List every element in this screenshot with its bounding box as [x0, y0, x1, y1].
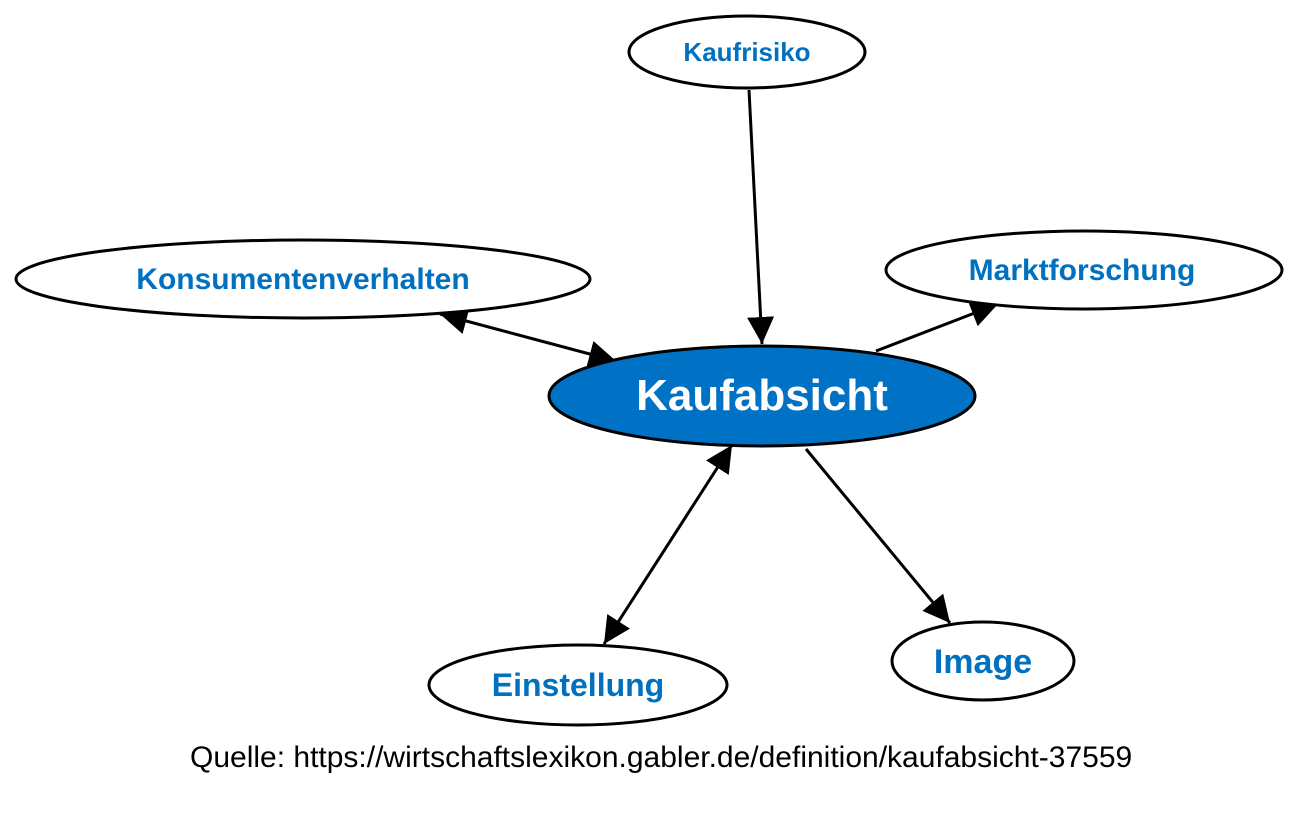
edge-konsumentenverhalten-kaufabsicht — [439, 307, 617, 368]
node-kaufabsicht-shape — [547, 344, 977, 448]
node-marktforschung-shape — [884, 229, 1284, 311]
node-image[interactable]: Image — [890, 620, 1076, 702]
node-einstellung-shape — [427, 643, 729, 727]
node-einstellung[interactable]: Einstellung — [427, 643, 729, 727]
edge-kaufrisiko-to-kaufabsicht — [747, 89, 775, 345]
edge-einstellung-kaufabsicht — [602, 444, 734, 645]
source-caption: Quelle: https://wirtschaftslexikon.gable… — [190, 741, 1133, 774]
node-konsumentenverhalten[interactable]: Konsumentenverhalten — [14, 238, 592, 320]
node-einstellung-label: Einstellung — [492, 667, 664, 703]
node-marktforschung-label: Marktforschung — [969, 254, 1196, 287]
node-image-label: Image — [934, 643, 1032, 681]
node-kaufrisiko-shape — [627, 14, 867, 90]
node-kaufrisiko-label: Kaufrisiko — [683, 37, 810, 67]
node-konsumentenverhalten-shape — [14, 238, 592, 320]
node-kaufabsicht-label: Kaufabsicht — [636, 371, 888, 420]
edge-kaufabsicht-to-image — [804, 448, 952, 624]
node-marktforschung[interactable]: Marktforschung — [884, 229, 1284, 311]
node-kaufabsicht[interactable]: Kaufabsicht — [547, 344, 977, 448]
node-image-shape — [890, 620, 1076, 702]
node-kaufrisiko[interactable]: Kaufrisiko — [627, 14, 867, 90]
edge-kaufabsicht-to-marktforschung — [875, 301, 999, 353]
node-konsumentenverhalten-label: Konsumentenverhalten — [136, 263, 469, 296]
